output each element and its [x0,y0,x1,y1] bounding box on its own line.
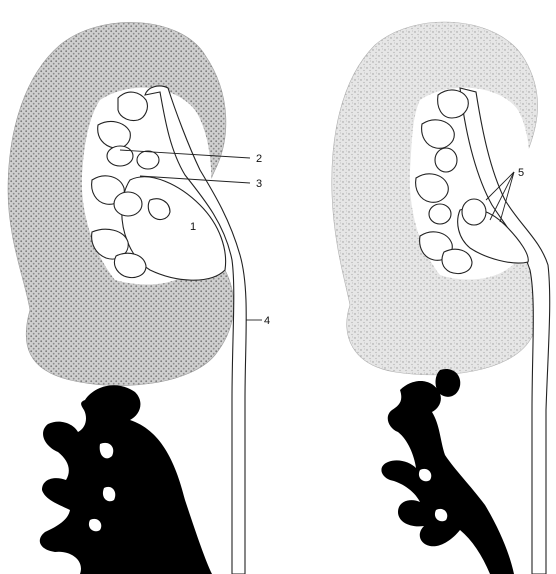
label-ureter: 4 [264,315,270,327]
right-calyx-ring-b [429,204,451,224]
right-silhouette-shape [381,381,514,574]
label-3: 3 [256,178,262,190]
right-calyx-bottom [442,249,472,273]
label-5: 5 [518,167,524,179]
right-pelvis-silhouette [381,369,514,574]
left-pelvis-silhouette [40,385,212,574]
left-calyx-top [118,92,147,120]
left-calyx-ring-c [114,192,142,216]
label-2: 2 [256,153,262,165]
right-calyx-ring-a [435,148,457,172]
left-silhouette-shape [40,385,212,574]
right-calyx-ring-c [462,199,486,225]
right-calyx-top [438,90,469,118]
left-calyx-ring-a [107,146,133,166]
label-renal-pelvis: 1 [190,221,196,233]
left-calyx-ring-b [137,151,159,169]
